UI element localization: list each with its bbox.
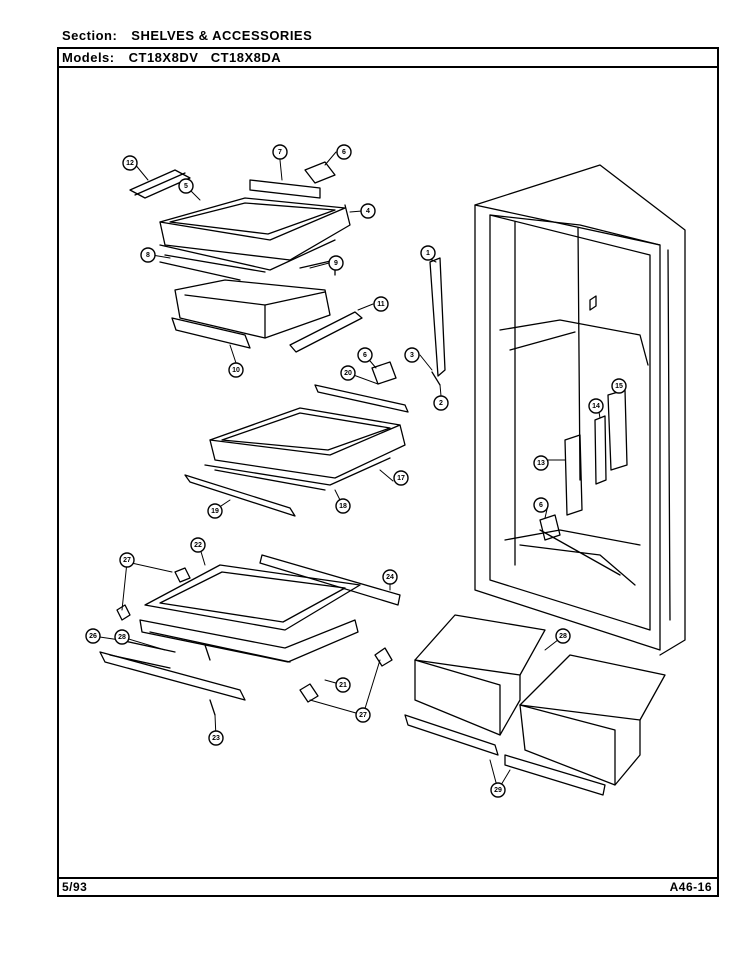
callout-7: 7	[272, 144, 288, 160]
callout-number: 14	[592, 403, 600, 410]
callout-number: 1	[426, 250, 430, 257]
section-label: Section:	[62, 28, 118, 43]
callout-23: 23	[208, 730, 224, 746]
callout-12: 12	[122, 155, 138, 171]
footer-divider	[57, 877, 719, 879]
callout-number: 5	[184, 183, 188, 190]
callout-number: 19	[211, 508, 219, 515]
callout-28: 28	[555, 628, 571, 644]
callout-number: 28	[118, 634, 126, 641]
callout-number: 27	[123, 557, 131, 564]
callout-number: 4	[366, 208, 370, 215]
callout-6: 6	[336, 144, 352, 160]
callout-number: 6	[342, 149, 346, 156]
shelf-support-parts	[539, 389, 628, 541]
callout-number: 17	[397, 475, 405, 482]
crisper-cover-assembly	[99, 554, 401, 716]
callout-number: 21	[339, 682, 347, 689]
callout-9: 9	[328, 255, 344, 271]
callout-6: 6	[533, 497, 549, 513]
callout-8: 8	[140, 247, 156, 263]
section-title: SHELVES & ACCESSORIES	[131, 28, 313, 43]
callout-number: 12	[126, 160, 134, 167]
callout-5: 5	[178, 178, 194, 194]
callout-17: 17	[393, 470, 409, 486]
callout-13: 13	[533, 455, 549, 471]
callout-27: 27	[355, 707, 371, 723]
callout-number: 24	[386, 574, 394, 581]
callout-number: 2	[439, 400, 443, 407]
callout-number: 15	[615, 383, 623, 390]
callout-1: 1	[420, 245, 436, 261]
callout-number: 6	[363, 352, 367, 359]
callout-28: 28	[114, 629, 130, 645]
callout-6: 6	[357, 347, 373, 363]
callout-15: 15	[611, 378, 627, 394]
callout-number: 6	[539, 502, 543, 509]
callout-22: 22	[190, 537, 206, 553]
callout-number: 20	[344, 370, 352, 377]
models-list: CT18X8DV CT18X8DA	[128, 50, 282, 65]
models-line: Models: CT18X8DV CT18X8DA	[62, 50, 281, 65]
callout-number: 28	[559, 633, 567, 640]
models-label: Models:	[62, 50, 115, 65]
callout-number: 11	[377, 301, 385, 308]
callout-20: 20	[340, 365, 356, 381]
refrigerator-cabinet	[474, 164, 686, 656]
callout-29: 29	[490, 782, 506, 798]
callout-2: 2	[433, 395, 449, 411]
callout-number: 9	[334, 260, 338, 267]
callout-3: 3	[404, 347, 420, 363]
callout-number: 8	[146, 252, 150, 259]
section-line: Section: SHELVES & ACCESSORIES	[62, 28, 312, 43]
callout-number: 23	[212, 735, 220, 742]
callout-26: 26	[85, 628, 101, 644]
middle-shelf-assembly	[184, 257, 446, 517]
callout-number: 29	[494, 787, 502, 794]
callout-4: 4	[360, 203, 376, 219]
callout-19: 19	[207, 503, 223, 519]
callout-number: 3	[410, 352, 414, 359]
callout-number: 18	[339, 503, 347, 510]
footer-page-code: A46-16	[669, 880, 712, 894]
diagram-frame	[57, 47, 719, 897]
callout-18: 18	[335, 498, 351, 514]
callout-number: 27	[359, 712, 367, 719]
callout-14: 14	[588, 398, 604, 414]
models-divider	[57, 66, 719, 68]
callout-number: 13	[537, 460, 545, 467]
footer-date: 5/93	[62, 880, 88, 894]
callout-number: 26	[89, 633, 97, 640]
callout-24: 24	[382, 569, 398, 585]
callout-21: 21	[335, 677, 351, 693]
callout-number: 22	[194, 542, 202, 549]
crisper-drawers	[404, 614, 666, 796]
callout-number: 7	[278, 149, 282, 156]
callout-27: 27	[119, 552, 135, 568]
callout-number: 10	[232, 367, 240, 374]
callout-11: 11	[373, 296, 389, 312]
callout-10: 10	[228, 362, 244, 378]
